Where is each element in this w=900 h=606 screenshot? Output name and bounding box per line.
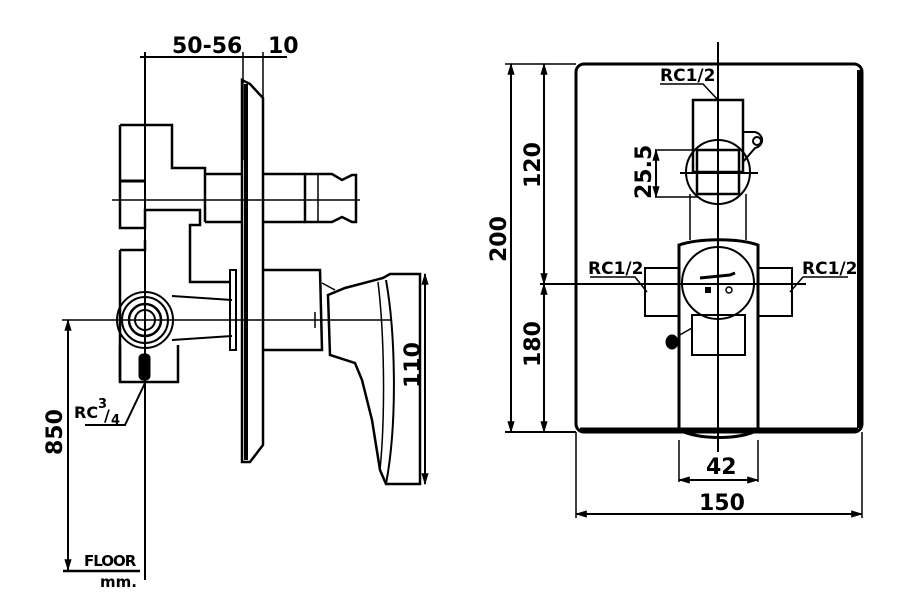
right-port (757, 267, 793, 317)
right-port-label: RC1/2 (802, 259, 857, 279)
inlet-label-sup: 3 (98, 397, 107, 412)
dim-depth-label: 50-56 (172, 34, 242, 59)
floor-label: FLOOR (84, 552, 137, 570)
dim-floor-height-label: 850 (43, 409, 68, 455)
dim-handle-label: 110 (401, 342, 426, 388)
inlet-label: RC (74, 403, 98, 422)
inlet-thread (138, 353, 151, 381)
escutcheon-plate (240, 77, 265, 464)
top-port-label: RC1/2 (660, 66, 715, 86)
dim-outlet-spacing-label: 25.5 (632, 145, 657, 199)
left-port-label: RC1/2 (588, 259, 643, 279)
inlet-label-slash: / (104, 406, 110, 425)
dim-plate-label: 10 (268, 34, 299, 59)
left-port (644, 267, 680, 317)
dim-body-width-label: 42 (706, 455, 737, 480)
dim-upper-label: 120 (521, 142, 546, 188)
front-view (505, 42, 864, 518)
upper-outlet-fitting (303, 172, 358, 224)
dim-plate-width-label: 150 (699, 491, 745, 516)
main-body (677, 238, 760, 439)
inlet-label-sub: 4 (111, 413, 120, 428)
units-label: mm. (100, 573, 137, 591)
side-view (62, 52, 429, 580)
dim-total-height-label: 200 (487, 216, 512, 262)
dim-lower-label: 180 (521, 321, 546, 367)
